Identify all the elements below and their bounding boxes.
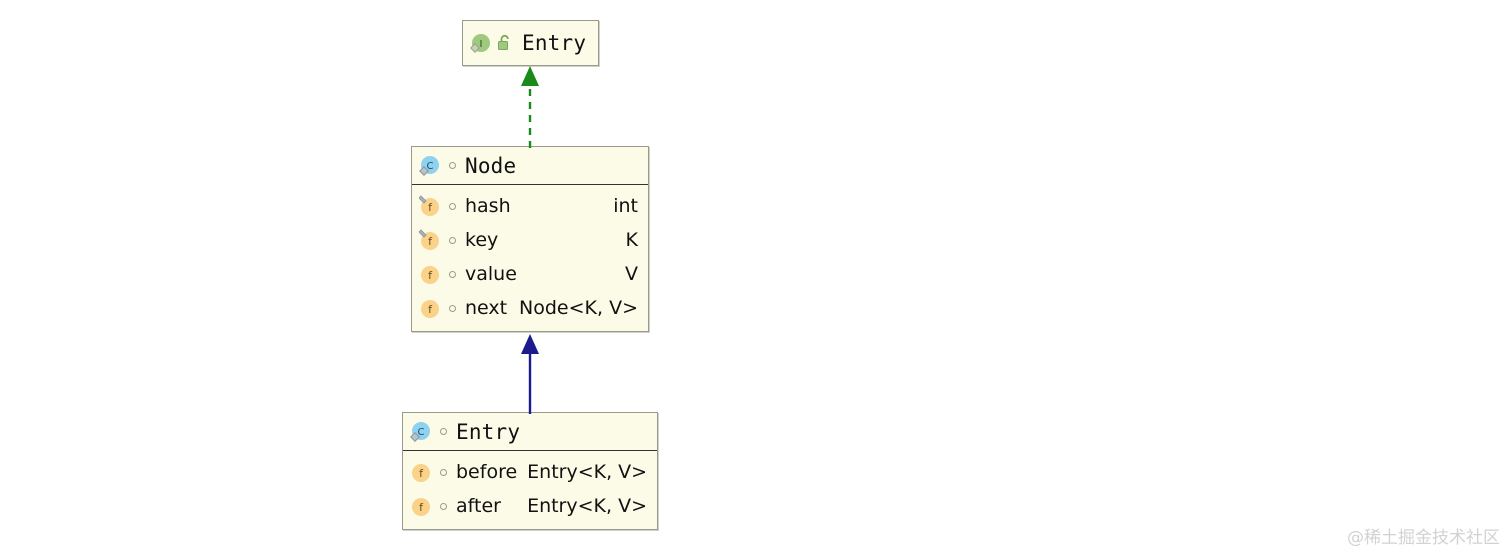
member-list: f before Entry<K, V> f after Entry<K, V>: [403, 451, 657, 527]
member-row[interactable]: f after Entry<K, V>: [403, 489, 657, 523]
relation-node-implements-entry: [512, 64, 548, 148]
visibility-marker-package-private: [436, 421, 450, 443]
field-final-icon: f: [419, 195, 441, 217]
member-type: Node<K, V>: [519, 297, 638, 319]
relation-entry-extends-node: [512, 332, 548, 414]
member-row[interactable]: f before Entry<K, V>: [403, 455, 657, 489]
visibility-marker-package-private: [445, 195, 459, 217]
svg-text:f: f: [419, 467, 424, 480]
visibility-marker-package-private: [445, 263, 459, 285]
member-list: f hash int f key K: [412, 185, 648, 329]
field-icon: f: [410, 461, 432, 483]
field-icon: f: [419, 263, 441, 285]
class-name: Node: [465, 153, 517, 178]
visibility-marker-package-private: [436, 461, 450, 483]
member-row[interactable]: f hash int: [412, 189, 648, 223]
field-icon: f: [419, 297, 441, 319]
svg-text:I: I: [480, 39, 483, 50]
class-icon: C: [410, 421, 432, 443]
member-type: Entry<K, V>: [527, 461, 648, 483]
visibility-marker-package-private: [445, 229, 459, 251]
svg-text:C: C: [418, 427, 425, 438]
member-name: next: [465, 297, 508, 319]
member-name: before: [456, 461, 518, 483]
class-name: Entry: [456, 419, 521, 444]
svg-text:f: f: [428, 269, 433, 282]
svg-text:C: C: [427, 161, 434, 172]
member-row[interactable]: f next Node<K, V>: [412, 291, 648, 325]
visibility-marker-package-private: [445, 297, 459, 319]
visibility-marker-package-private: [436, 495, 450, 517]
member-type: Entry<K, V>: [527, 495, 647, 517]
member-row[interactable]: f value V: [412, 257, 648, 291]
member-name: hash: [465, 195, 511, 217]
class-header: C Node: [412, 147, 648, 185]
svg-text:f: f: [428, 303, 433, 316]
field-icon: f: [410, 495, 432, 517]
class-name: Entry: [522, 31, 587, 55]
member-type: V: [625, 263, 638, 285]
svg-text:f: f: [428, 201, 433, 214]
member-name: value: [465, 263, 517, 285]
class-icon: C: [419, 155, 441, 177]
svg-text:f: f: [419, 501, 424, 514]
uml-class-box-interface-entry[interactable]: I Entry: [462, 20, 599, 66]
class-header: I Entry: [463, 21, 598, 65]
open-padlock-icon: [496, 32, 514, 54]
member-name: after: [456, 495, 501, 517]
member-name: key: [465, 229, 499, 251]
member-type: int: [613, 195, 638, 217]
field-final-icon: f: [419, 229, 441, 251]
uml-class-box-entry[interactable]: C Entry f before Entry<K, V>: [402, 412, 658, 530]
interface-icon: I: [470, 32, 492, 54]
member-row[interactable]: f key K: [412, 223, 648, 257]
watermark: @稀土掘金技术社区: [1347, 528, 1500, 548]
visibility-marker-package-private: [445, 155, 459, 177]
svg-text:f: f: [428, 235, 433, 248]
uml-class-box-node[interactable]: C Node f hash int: [411, 146, 649, 332]
class-header: C Entry: [403, 413, 657, 451]
member-type: K: [625, 229, 638, 251]
